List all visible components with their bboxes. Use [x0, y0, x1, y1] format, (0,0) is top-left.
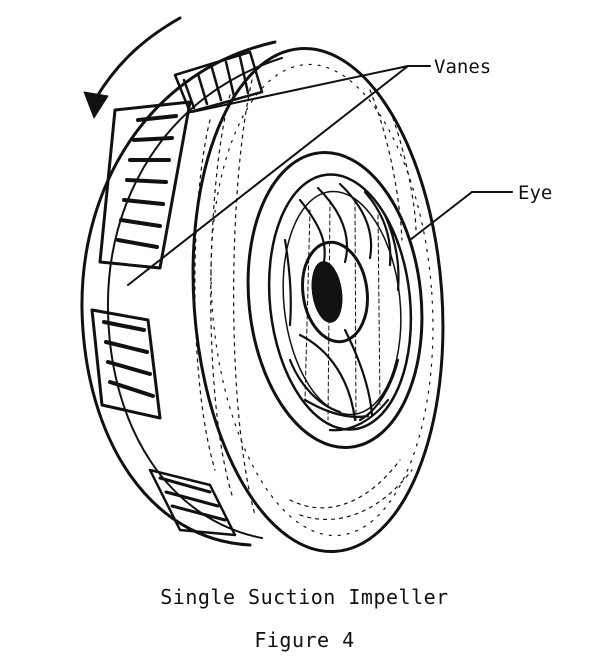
eye-outer-ring	[246, 151, 424, 449]
caption-figure-number: Figure 4	[254, 628, 355, 652]
vane-pocket-2	[98, 100, 192, 270]
vanes-label: Vanes	[434, 56, 492, 78]
hub-outer	[301, 240, 369, 344]
eye-label: Eye	[518, 182, 553, 204]
vane-pocket-4	[148, 468, 237, 537]
impeller-body	[80, 40, 445, 554]
hub-bore	[311, 261, 343, 323]
vane-pocket-3	[90, 308, 162, 420]
back-shroud	[80, 40, 277, 547]
caption-title: Single Suction Impeller	[160, 585, 449, 609]
eye-leader-line	[409, 191, 513, 241]
rotation-arrow-icon	[83, 16, 182, 119]
vane-pocket-1	[173, 50, 264, 114]
front-shroud	[191, 46, 445, 554]
vanes-leader-lines	[127, 65, 431, 286]
inner-vanes	[283, 182, 400, 432]
